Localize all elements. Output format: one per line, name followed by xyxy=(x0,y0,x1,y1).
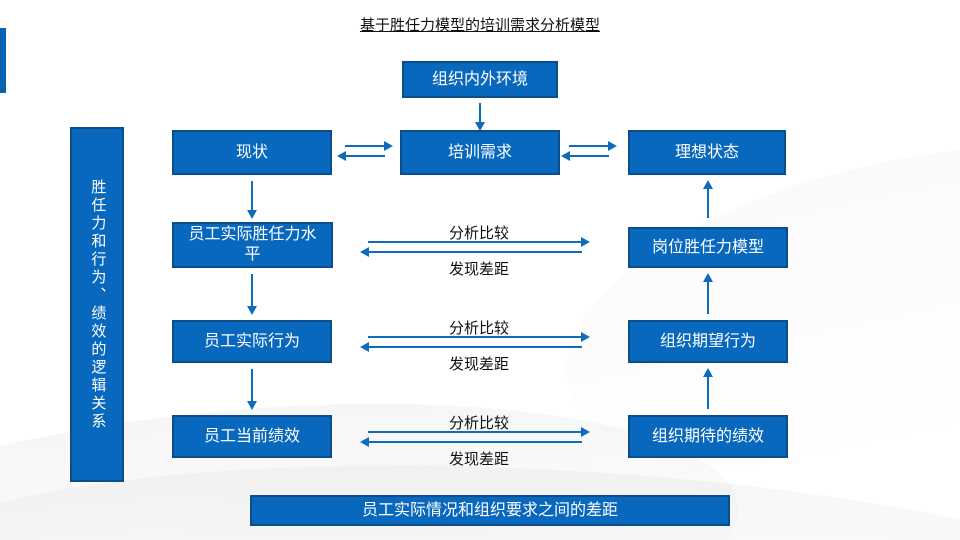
arrow-up-icon xyxy=(703,180,713,218)
arrow-down-icon xyxy=(247,181,257,219)
arrow-left-icon xyxy=(360,342,582,352)
arrow-right-icon xyxy=(368,332,590,342)
arrow-left-icon xyxy=(561,151,609,161)
arrow-down-icon xyxy=(247,369,257,410)
arrow-up-icon xyxy=(703,273,713,314)
box-actual-competency-level: 员工实际胜任力水平 xyxy=(172,222,333,268)
arrow-right-icon xyxy=(345,141,393,151)
box-side-logic-relation: 胜任力和行为、绩效的逻辑关系 xyxy=(70,127,124,482)
arrow-right-icon xyxy=(368,427,590,437)
box-training-needs: 培训需求 xyxy=(400,130,560,175)
box-ideal-state: 理想状态 xyxy=(628,130,786,175)
arrow-right-icon xyxy=(569,141,617,151)
label-analyze-compare: 分析比较 xyxy=(448,319,509,337)
arrow-left-icon xyxy=(337,151,385,161)
arrow-down-icon xyxy=(247,274,257,315)
label-find-gap: 发现差距 xyxy=(448,260,509,278)
arrow-right-icon xyxy=(368,237,590,247)
box-current-state: 现状 xyxy=(172,130,332,175)
accent-bar xyxy=(0,28,6,93)
box-expected-performance: 组织期待的绩效 xyxy=(628,415,788,458)
slide-title-text: 基于胜任力模型的培训需求分析模型 xyxy=(359,16,600,34)
box-organization-environment: 组织内外环境 xyxy=(402,61,558,98)
label-find-gap: 发现差距 xyxy=(448,355,509,373)
arrow-down-icon xyxy=(475,103,485,131)
slide-title: 基于胜任力模型的培训需求分析模型 xyxy=(0,14,960,35)
arrow-up-icon xyxy=(703,368,713,409)
label-find-gap: 发现差距 xyxy=(448,450,509,468)
box-position-competency-model: 岗位胜任力模型 xyxy=(628,227,788,268)
box-expected-behavior: 组织期望行为 xyxy=(628,320,788,363)
label-analyze-compare: 分析比较 xyxy=(448,414,509,432)
arrow-left-icon xyxy=(360,437,582,447)
box-gap-summary: 员工实际情况和组织要求之间的差距 xyxy=(250,495,730,526)
box-current-performance: 员工当前绩效 xyxy=(172,415,332,458)
label-analyze-compare: 分析比较 xyxy=(448,224,509,242)
arrow-left-icon xyxy=(360,247,582,257)
box-actual-behavior: 员工实际行为 xyxy=(172,320,332,363)
